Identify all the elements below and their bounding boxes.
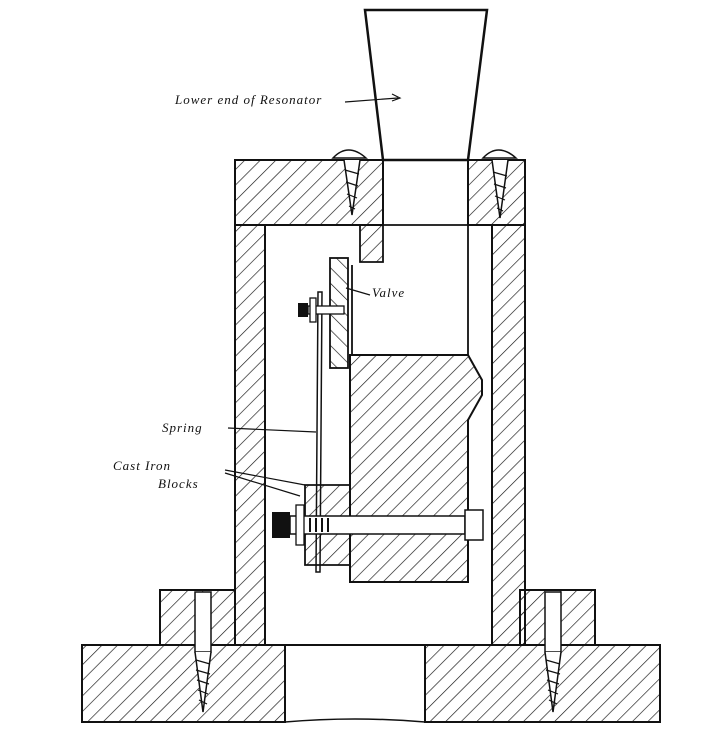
leader-resonator (344, 93, 402, 103)
valve-seat-block (359, 224, 384, 263)
leader-blocks (224, 469, 306, 497)
resonator-tube (363, 8, 489, 162)
label-resonator: Lower end of Resonator (175, 92, 323, 107)
label-blocks-line1: Cast Iron (113, 458, 171, 473)
leader-valve (345, 287, 371, 296)
valve-bolt (298, 297, 345, 323)
cast-iron-block-large (349, 354, 483, 583)
top-plate (234, 159, 526, 226)
screw-left (194, 591, 212, 713)
housing-right-wall (491, 224, 526, 646)
housing-left-wall (234, 224, 266, 646)
top-screw-left (331, 149, 368, 216)
top-screw-right (481, 149, 518, 219)
base-board (81, 644, 661, 723)
label-blocks-line2: Blocks (158, 476, 199, 491)
label-valve: Valve (372, 285, 406, 300)
clamp-bolt (272, 504, 484, 546)
label-spring: Spring (162, 420, 203, 435)
leader-spring (227, 427, 317, 433)
screw-right (544, 591, 562, 713)
